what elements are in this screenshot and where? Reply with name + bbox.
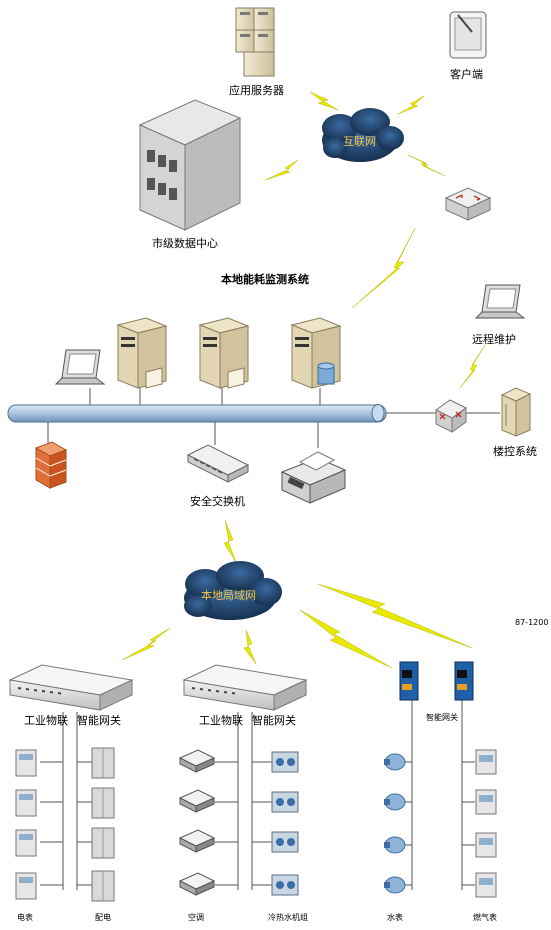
air-conditioner-icon [178,829,216,853]
gas-meter-icon [475,749,497,775]
water-meter-icon [384,793,406,811]
electric-meter-icon [15,749,37,777]
gateway1-right-label: 智能网关 [77,714,121,727]
local-system-title: 本地能耗监测系统 [221,273,309,286]
lightning-bolt-icon [264,159,299,181]
server-tower-icon [116,317,168,389]
distribution-cabinet-icon [91,787,115,819]
lightning-bolt-icon [243,629,257,665]
lightning-bolt-icon [407,154,446,177]
chiller-unit-icon [271,751,299,773]
smart-gateway-device-icon [454,661,474,701]
electric-meter-icon [15,872,37,900]
bottom-label-air-conditioning: 空调 [188,913,204,922]
gas-meter-icon [475,789,497,815]
lightning-bolt-icon [309,91,339,111]
bottom-label-distribution: 配电 [95,913,111,922]
distribution-cabinet-icon [91,747,115,779]
city-datacenter-label: 市级数据中心 [152,237,218,250]
app-server-icon [235,7,275,77]
lan-label: 本地局域网 [201,589,256,602]
connector-lines [40,388,500,890]
firewall-icon [34,441,68,489]
security-switch-label: 安全交换机 [190,495,245,508]
lightning-bolt-icon [351,227,416,309]
server-tower-icon [198,317,250,389]
client-label: 客户端 [450,68,483,81]
air-conditioner-icon [178,789,216,813]
remote-maint-label: 远程维护 [472,333,516,346]
electric-meter-icon [15,789,37,817]
internet-cloud-icon [322,108,404,162]
chiller-unit-icon [271,791,299,813]
water-meter-icon [384,876,406,894]
internet-label: 互联网 [343,135,376,148]
lightning-bolt-icon [121,627,171,661]
gas-meter-icon [475,832,497,858]
lan-cloud-icon [184,561,282,620]
laptop-icon [54,349,106,385]
printer-icon [280,451,347,504]
bottom-label-gas-meter: 燃气表 [473,913,497,922]
router-icon [444,187,492,221]
iot-gateway-rack-icon [8,664,134,711]
gas-meter-icon [475,872,497,898]
distribution-cabinet-icon [91,870,115,902]
gateway3-label: 智能网关 [426,713,458,722]
gateway1-left-label: 工业物联 [24,714,68,727]
smart-gateway-device-icon [399,661,419,701]
water-meter-icon [384,836,406,854]
electric-meter-icon [15,829,37,857]
water-meter-icon [384,753,406,771]
bottom-label-electric-meter: 电表 [17,913,33,922]
security-switch-icon [186,444,250,483]
chiller-unit-icon [271,831,299,853]
app-server-label: 应用服务器 [229,84,284,97]
network-bus [7,404,387,423]
wireless-links [121,91,486,669]
client-tablet-icon [449,11,487,59]
lightning-bolt-icon [223,519,237,563]
remote-laptop-icon [474,284,526,319]
chiller-unit-icon [271,874,299,896]
lightning-bolt-icon [459,344,486,389]
lightning-bolt-icon [397,95,425,115]
distribution-cabinet-icon [91,827,115,859]
lightning-bolt-icon [317,583,473,649]
gateway2-left-label: 工业物联 [199,714,243,727]
building-control-cabinet-icon [500,387,532,437]
air-conditioner-icon [178,872,216,896]
iot-gateway-rack-icon [182,664,308,711]
city-datacenter-building-icon [138,99,242,231]
database-server-icon [290,317,342,389]
router-icon [435,399,467,433]
bottom-label-chiller: 冷热水机组 [268,913,308,922]
bottom-label-water-meter: 水表 [387,913,403,922]
code-label: 87-1200 [515,618,549,627]
building-ctrl-label: 楼控系统 [493,445,537,458]
lightning-bolt-icon [299,609,393,669]
gateway2-right-label: 智能网关 [252,714,296,727]
air-conditioner-icon [178,749,216,773]
